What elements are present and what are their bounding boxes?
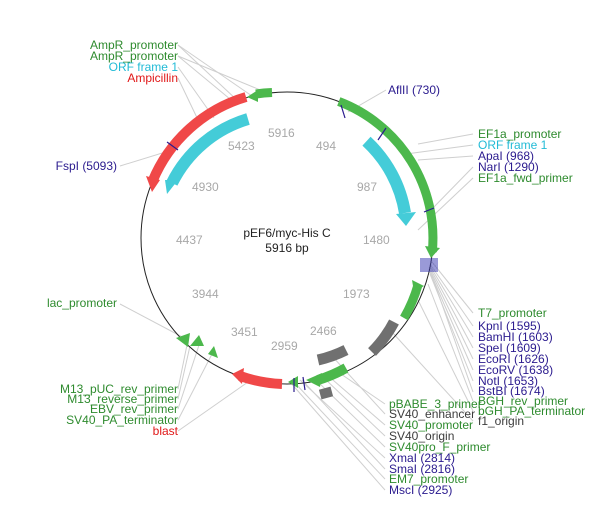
label-ecorv-site[interactable]: EcoRV (1638) <box>478 363 553 377</box>
tick-label: 5423 <box>228 139 255 153</box>
feature-sv40-origin[interactable] <box>318 386 334 400</box>
tick-label: 1480 <box>363 233 390 247</box>
label-ampr-promoter[interactable]: AmpR_promoter <box>90 49 178 63</box>
feature-orf-frame-1-right[interactable] <box>362 136 417 226</box>
label-sv40-pa-terminator[interactable]: SV40_PA_terminator <box>66 413 178 427</box>
label-aflii-site[interactable]: AflII (730) <box>388 83 440 97</box>
label-bstbi-site[interactable]: BstBI (1674) <box>478 384 545 398</box>
label-bamhi-site[interactable]: BamHI (1603) <box>478 330 553 344</box>
label-blast[interactable]: blast <box>153 424 179 438</box>
label-xmai-site[interactable]: XmaI (2814) <box>389 451 455 465</box>
label-apai-site[interactable]: ApaI (968) <box>478 149 534 163</box>
label-ef1a-promoter[interactable]: EF1a_promoter <box>478 127 561 141</box>
feature-em7-promoter[interactable] <box>288 376 298 388</box>
label-bgh-rev-primer[interactable]: BGH_rev_primer <box>478 394 568 408</box>
label-msci-site[interactable]: MscI (2925) <box>389 483 452 497</box>
label-ebv-rev-primer[interactable]: EBV_rev_primer <box>90 402 178 416</box>
tick-label: 1973 <box>343 287 370 301</box>
feature-lac-promoter[interactable] <box>176 333 204 347</box>
label-spei-site[interactable]: SpeI (1609) <box>478 341 541 355</box>
feature-sv40-enhancer[interactable] <box>316 345 349 366</box>
label-noti-site[interactable]: NotI (1653) <box>478 374 538 388</box>
feature-blast[interactable] <box>232 368 283 389</box>
label-ampicillin[interactable]: Ampicillin <box>127 71 178 85</box>
labels-bottom-left: M13_pUC_rev_primer M13_reverse_primer EB… <box>60 382 179 438</box>
plasmid-name: pEF6/myc-His C <box>243 226 331 240</box>
feature-sv40-pa-terminator[interactable] <box>208 346 218 358</box>
mcs-site-cluster[interactable] <box>420 258 438 272</box>
label-smai-site[interactable]: SmaI (2816) <box>389 462 455 476</box>
label-kpni-site[interactable]: KpnI (1595) <box>478 319 541 333</box>
tick-label: 494 <box>316 139 336 153</box>
tick-label: 4437 <box>176 233 203 247</box>
label-sv40-promoter[interactable]: SV40_promoter <box>389 418 473 432</box>
plasmid-length: 5916 bp <box>265 241 309 255</box>
label-m13-puc-rev-primer[interactable]: M13_pUC_rev_primer <box>60 382 178 396</box>
feature-sv40-promoter[interactable] <box>306 363 349 387</box>
label-bgh-pa-terminator[interactable]: bGH_PA_terminator <box>478 404 585 418</box>
labels-top-left: AmpR_promoter AmpR_promoter ORF frame 1 … <box>90 38 178 85</box>
label-pbabe-3-primer[interactable]: pBABE_3_primer <box>389 397 482 411</box>
tick-label: 5916 <box>268 126 295 140</box>
tick-label: 3944 <box>192 287 219 301</box>
feature-f1-origin[interactable] <box>368 319 399 356</box>
tick-label: 4930 <box>192 180 219 194</box>
label-sv40-origin[interactable]: SV40_origin <box>389 429 454 443</box>
label-ecori-site[interactable]: EcoRI (1626) <box>478 352 549 366</box>
labels-bottom-center: pBABE_3_primer SV40_enhancer SV40_promot… <box>389 397 490 497</box>
label-m13-reverse-primer[interactable]: M13_reverse_primer <box>67 392 178 406</box>
labels-right-upper: EF1a_promoter ORF frame 1 ApaI (968) Nar… <box>478 127 573 185</box>
label-t7-promoter[interactable]: T7_promoter <box>478 306 547 320</box>
label-ef1a-fwd-primer[interactable]: EF1a_fwd_primer <box>478 171 573 185</box>
tick-label: 3451 <box>231 325 258 339</box>
feature-t7-bgh[interactable] <box>400 280 424 321</box>
label-nari-site[interactable]: NarI (1290) <box>478 160 539 174</box>
tick-label: 987 <box>357 180 377 194</box>
label-em7-promoter[interactable]: EM7_promoter <box>389 472 468 486</box>
label-orf-frame-1[interactable]: ORF frame 1 <box>109 60 179 74</box>
feature-ampicillin[interactable] <box>146 92 248 192</box>
label-lac-promoter[interactable]: lac_promoter <box>47 296 117 310</box>
labels-right-lower: T7_promoter KpnI (1595) BamHI (1603) Spe… <box>478 306 585 428</box>
label-sv40-enhancer[interactable]: SV40_enhancer <box>389 407 475 421</box>
tick-label: 2466 <box>310 324 337 338</box>
tick-label: 2959 <box>271 339 298 353</box>
label-f1-origin[interactable]: f1_origin <box>478 414 524 428</box>
site-ticks <box>166 104 435 392</box>
feature-orf-frame-1-left[interactable] <box>165 113 250 194</box>
tick-labels: 5916 494 987 1480 1973 2466 2959 3451 39… <box>176 126 390 353</box>
label-sv40pro-f-primer[interactable]: SV40pro_F_primer <box>389 440 490 454</box>
feature-ef1a-promoter[interactable] <box>337 97 440 259</box>
label-fspi-site[interactable]: FspI (5093) <box>56 159 117 173</box>
label-orf-frame-1[interactable]: ORF frame 1 <box>478 138 548 152</box>
label-ampr-promoter[interactable]: AmpR_promoter <box>90 38 178 52</box>
feature-ampr-promoter[interactable] <box>247 88 273 102</box>
